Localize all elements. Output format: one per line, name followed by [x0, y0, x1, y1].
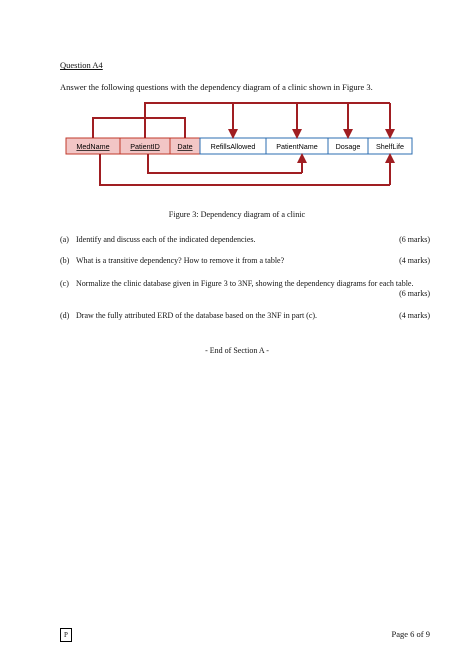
attr-label: PatientName: [276, 142, 318, 151]
attr-label: RefillsAllowed: [211, 142, 256, 151]
attr-label: PatientID: [130, 142, 160, 151]
attr-dosage: Dosage: [327, 137, 369, 155]
part-b-marks: (4 marks): [399, 256, 430, 265]
part-d-text: Draw the fully attributed ERD of the dat…: [76, 311, 318, 320]
attr-refillsallowed: RefillsAllowed: [199, 137, 267, 155]
part-c-marks: (6 marks): [399, 289, 430, 298]
question-intro: Answer the following questions with the …: [60, 82, 373, 92]
part-d-label: (d): [60, 311, 70, 320]
attr-label: Dosage: [336, 142, 361, 151]
page-number: Page 6 of 9: [391, 629, 430, 639]
attr-label: MedName: [76, 142, 109, 151]
arrows-partial-dependencies: [99, 153, 395, 186]
part-b-text: What is a transitive dependency? How to …: [76, 256, 285, 265]
arrows-primary-dependency: [92, 102, 395, 139]
question-title: Question A4: [60, 60, 103, 70]
attr-label: ShelfLife: [376, 142, 404, 151]
end-of-section: - End of Section A -: [205, 346, 269, 355]
attr-patientid: PatientID: [119, 137, 171, 155]
part-a-label: (a): [60, 235, 69, 244]
attr-label: Date: [177, 142, 192, 151]
attr-date: Date: [169, 137, 201, 155]
attr-medname: MedName: [65, 137, 121, 155]
part-a-marks: (6 marks): [399, 235, 430, 244]
dependency-diagram: MedName PatientID Date RefillsAllowed Pa…: [65, 102, 413, 186]
attr-shelflife: ShelfLife: [367, 137, 413, 155]
part-a-text: Identify and discuss each of the indicat…: [76, 235, 256, 244]
part-c-label: (c): [60, 279, 69, 288]
page-stamp: P: [60, 628, 72, 642]
part-b-label: (b): [60, 256, 70, 265]
figure-caption: Figure 3: Dependency diagram of a clinic: [168, 210, 306, 219]
part-d-marks: (4 marks): [399, 311, 430, 320]
part-c-text: Normalize the clinic database given in F…: [76, 279, 414, 288]
attr-patientname: PatientName: [265, 137, 329, 155]
